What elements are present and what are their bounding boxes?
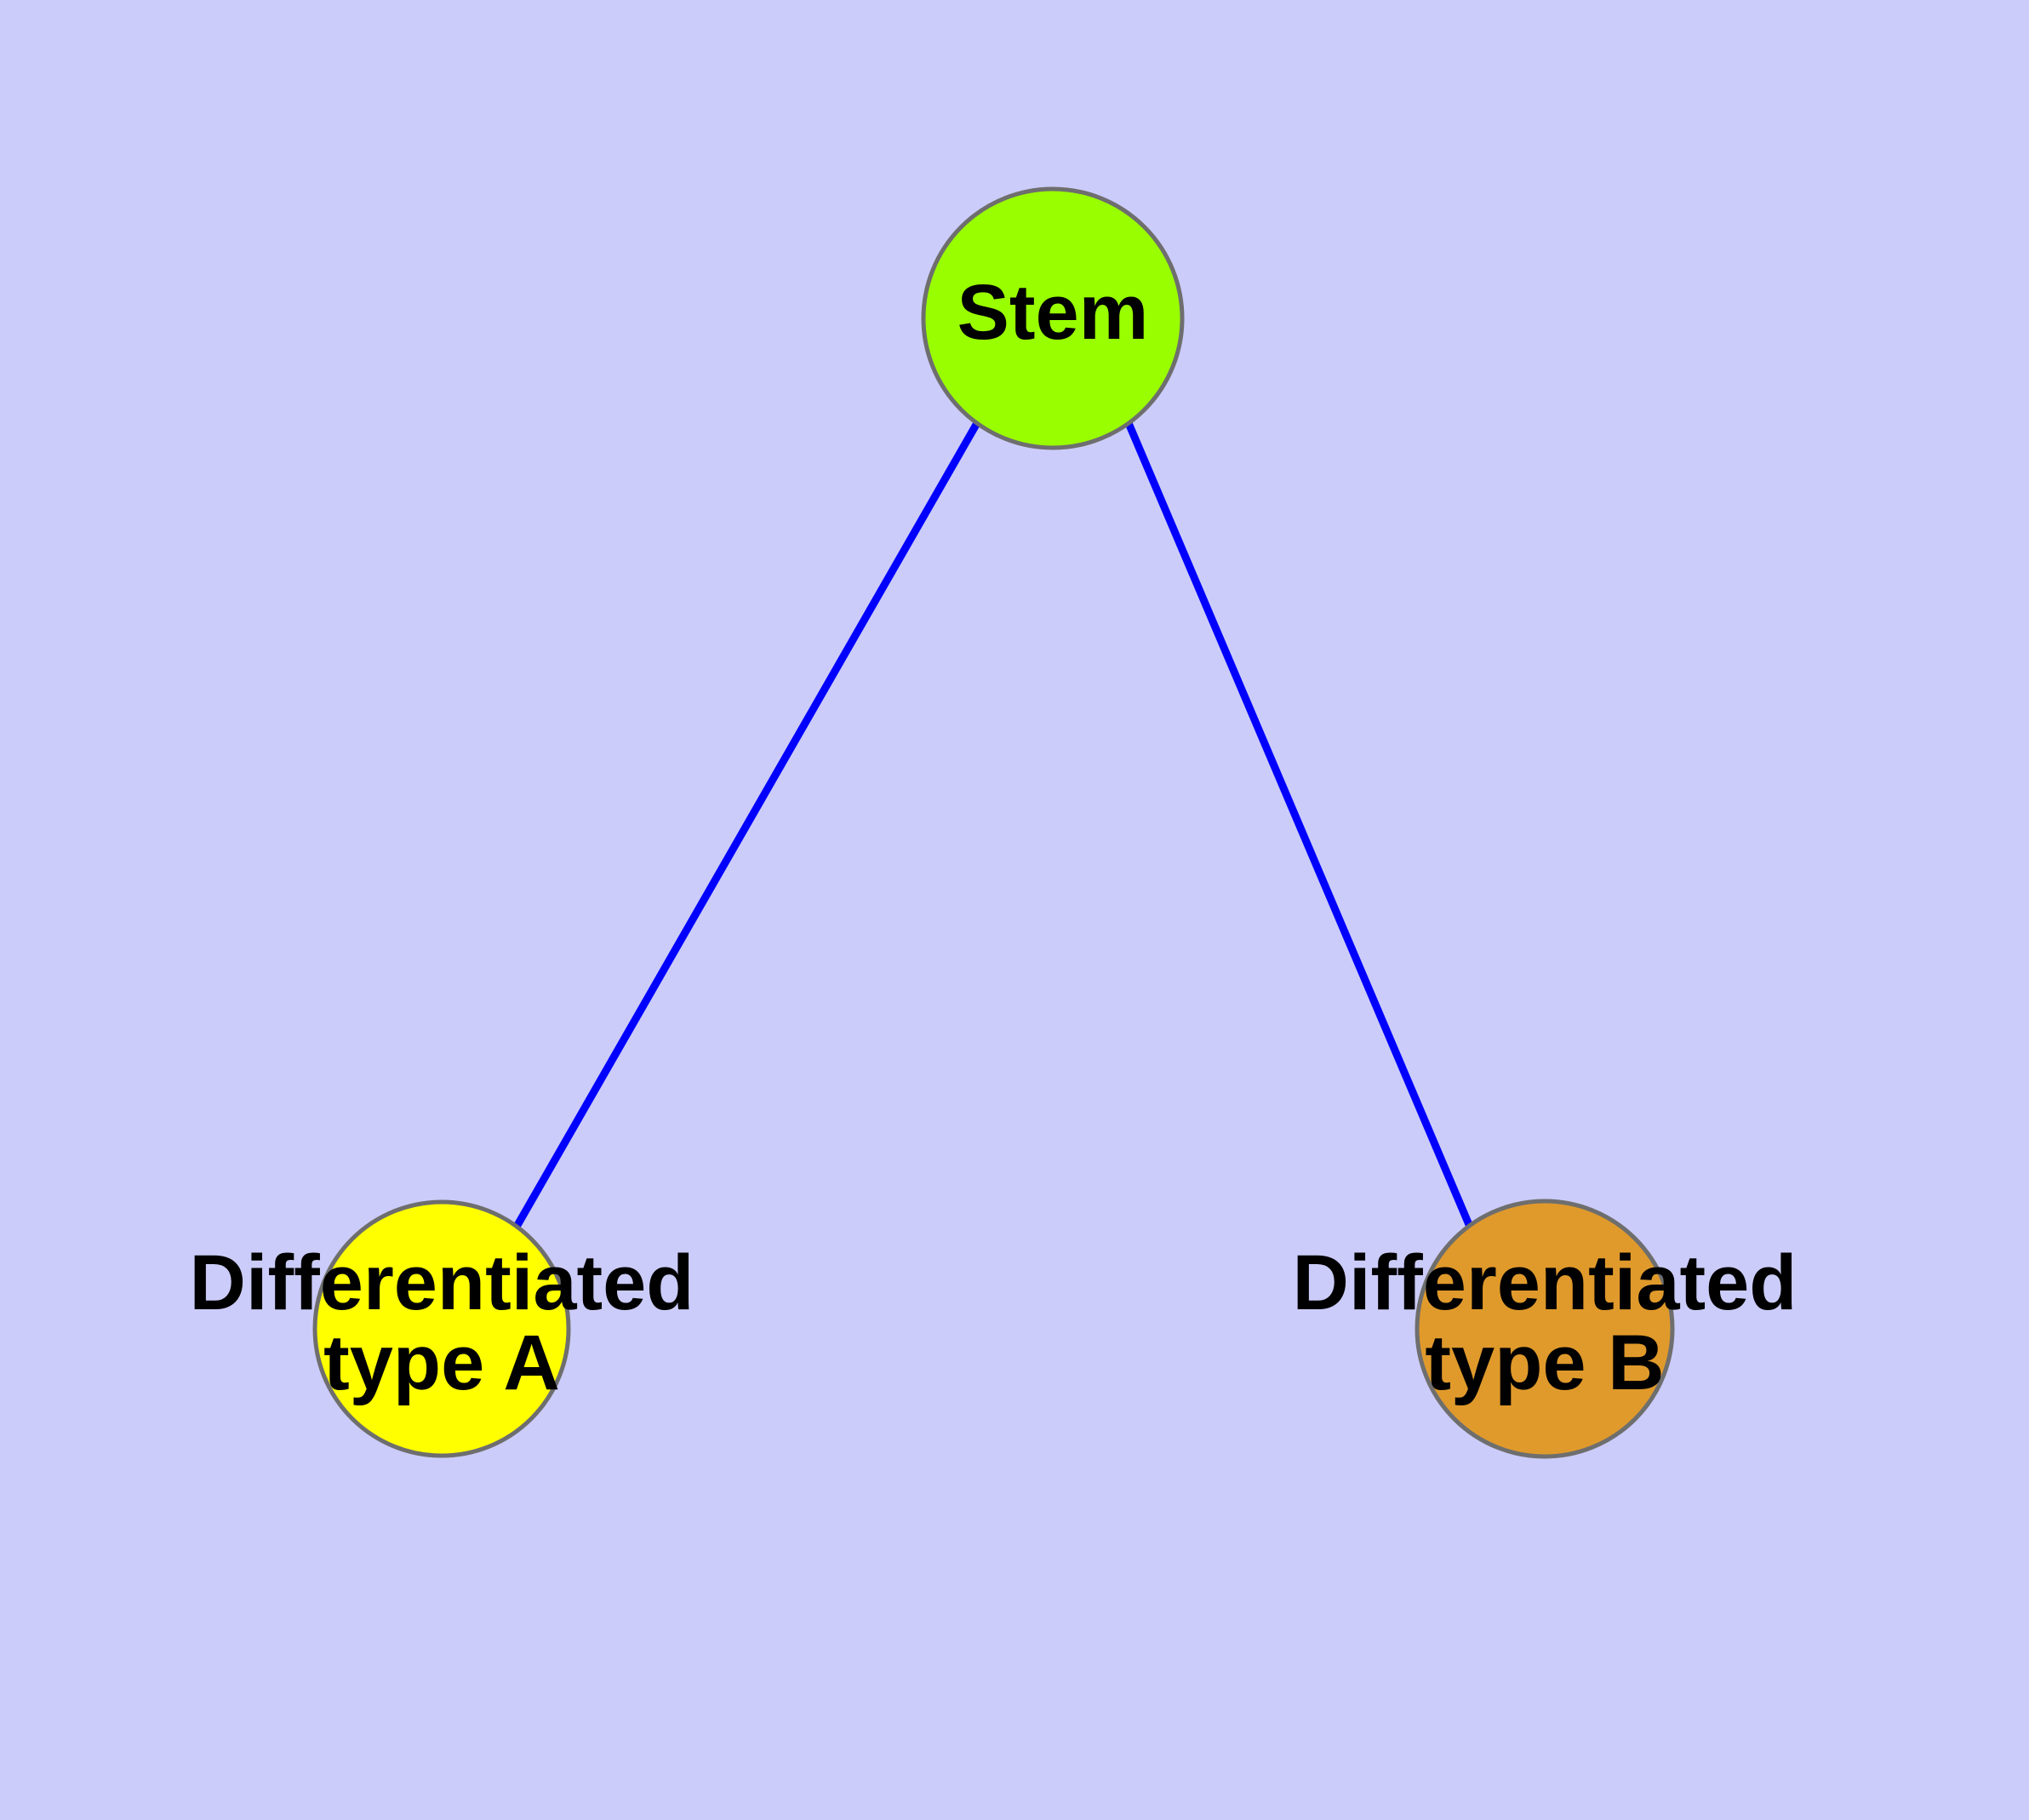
edges-layer <box>513 421 1474 1229</box>
edge-stem-diff-b[interactable] <box>1124 421 1474 1228</box>
edge-stem-diff-a[interactable] <box>513 421 980 1229</box>
node-label-line: Differentiated <box>190 1239 694 1326</box>
node-stem[interactable] <box>921 186 1185 450</box>
node-label-line: type A <box>323 1319 560 1406</box>
node-diff_b[interactable] <box>1415 1199 1675 1459</box>
node-label-stem: Stem <box>957 269 1149 356</box>
node-label-line: type B <box>1425 1319 1664 1406</box>
node-diff_a[interactable] <box>312 1199 571 1458</box>
node-label-line: Differentiated <box>1293 1239 1798 1326</box>
nodes-layer <box>312 186 1675 1459</box>
node-label-line: Stem <box>957 269 1149 356</box>
